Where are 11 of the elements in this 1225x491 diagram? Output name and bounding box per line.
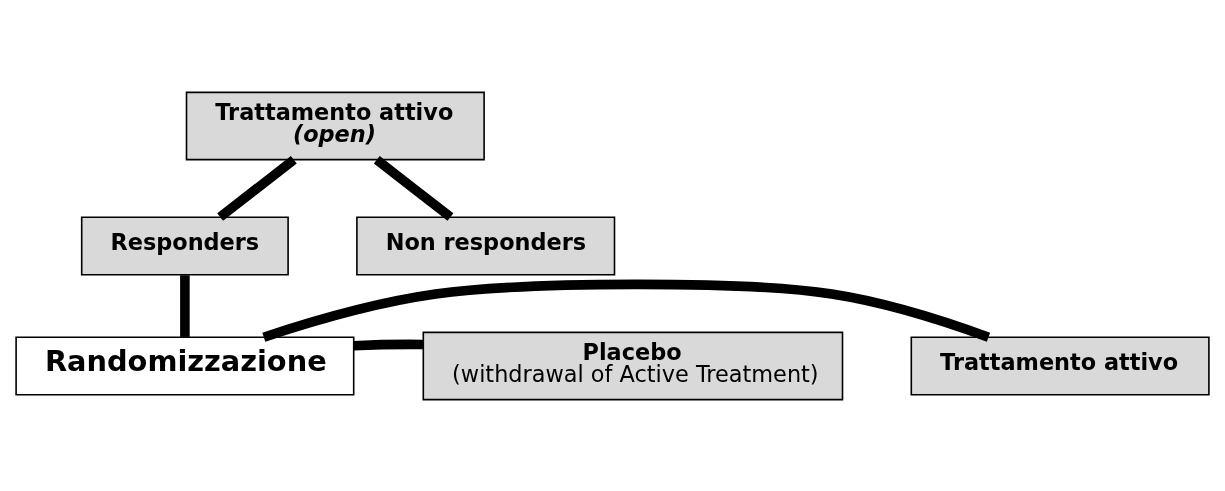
node-box: Placebo (withdrawal of Active Treatment) (422, 331, 844, 400)
connector (217, 155, 297, 221)
connector (180, 274, 190, 337)
connector (262, 279, 991, 342)
node-box: Non responders (356, 215, 616, 276)
node-box: Trattamento attivo (910, 335, 1210, 396)
node-box: Responders (80, 215, 289, 276)
node-box: Randomizzazione (15, 335, 355, 396)
connector (353, 339, 424, 350)
connector (373, 155, 454, 221)
node-box: Trattamento attivo (open) (185, 91, 485, 160)
